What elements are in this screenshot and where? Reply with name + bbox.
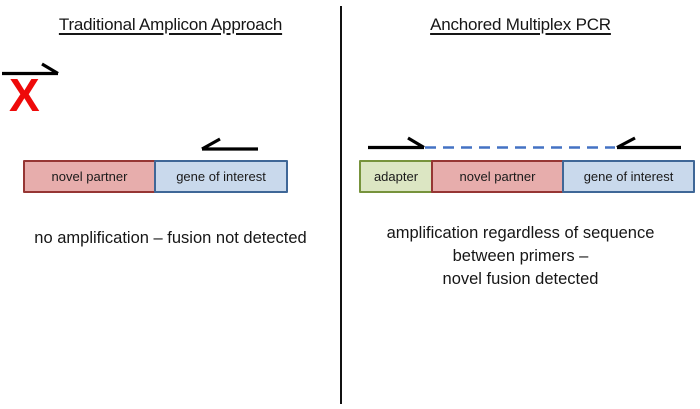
- right-caption-line-2: between primers –: [452, 247, 589, 265]
- gene-of-interest-box-right: gene of interest: [562, 160, 695, 193]
- novel-partner-box-right: novel partner: [431, 160, 564, 193]
- novel-partner-box-left: novel partner: [23, 160, 156, 193]
- left-panel-title: Traditional Amplicon Approach: [0, 15, 341, 35]
- right-panel-caption: amplification regardless of sequence bet…: [341, 222, 700, 291]
- forward-primer-arrow-right-panel: [368, 136, 425, 150]
- panel-divider-line: [340, 6, 342, 404]
- left-panel-title-text: Traditional Amplicon Approach: [58, 15, 283, 34]
- novel-partner-label-right: novel partner: [459, 169, 536, 184]
- novel-partner-label-left: novel partner: [51, 169, 128, 184]
- red-x-no-primer-mark: X: [9, 69, 40, 121]
- right-caption-line-1: amplification regardless of sequence: [386, 224, 655, 242]
- gene-of-interest-box-left: gene of interest: [154, 160, 288, 193]
- adapter-box-right: adapter: [359, 160, 433, 193]
- right-panel-title-text: Anchored Multiplex PCR: [430, 15, 611, 34]
- reverse-primer-arrow-right-panel: [616, 136, 681, 150]
- gene-of-interest-label-left: gene of interest: [176, 169, 266, 184]
- right-caption-line-3: novel fusion detected: [442, 270, 599, 288]
- forward-primer-arrow-left-panel: [2, 62, 59, 76]
- gene-of-interest-label-right: gene of interest: [583, 169, 674, 184]
- reverse-primer-arrow-left-panel: [201, 137, 258, 151]
- amplified-region-dashed-line: [425, 146, 615, 149]
- right-panel-title: Anchored Multiplex PCR: [341, 15, 700, 35]
- left-panel-caption: no amplification – fusion not detected: [34, 229, 307, 247]
- adapter-label-right: adapter: [373, 169, 419, 184]
